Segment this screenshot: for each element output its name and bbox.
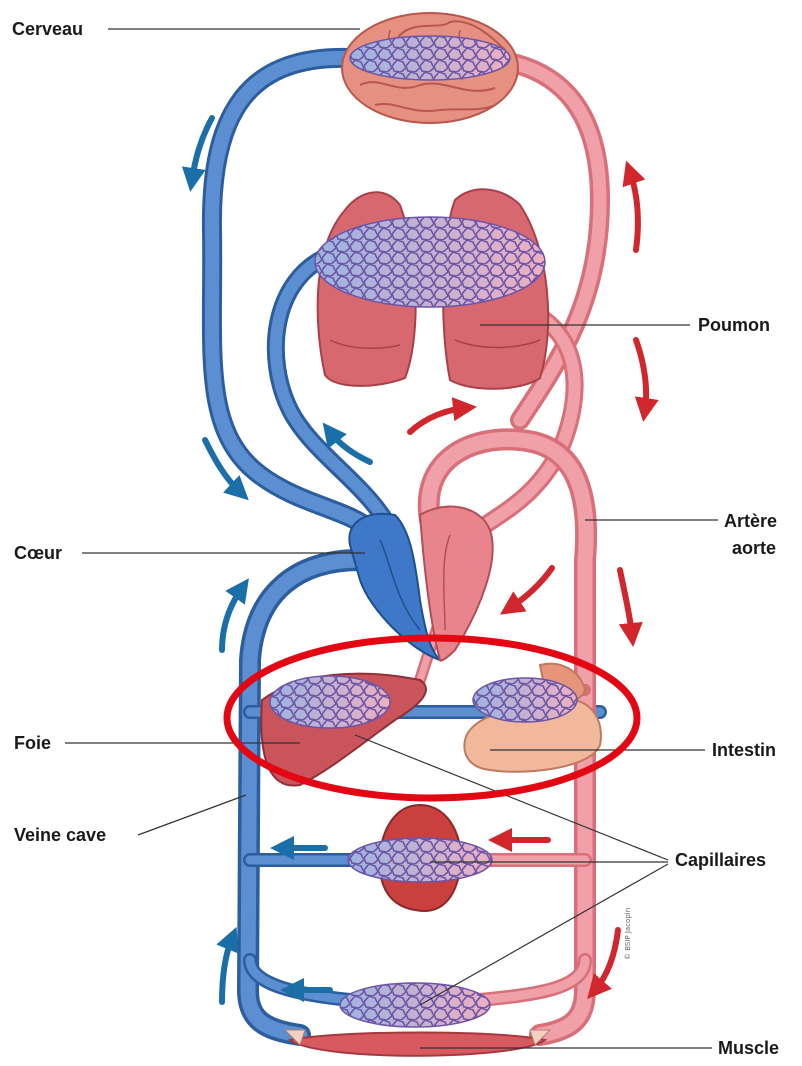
label-capillaries: Capillaires	[675, 849, 766, 871]
label-muscle: Muscle	[718, 1037, 779, 1059]
red-arrow-3	[410, 408, 465, 432]
vena-cava-trunk	[248, 560, 360, 1035]
blue-arrow-4	[222, 588, 242, 650]
blue-arrow-6	[222, 938, 232, 1002]
red-arrow-5	[620, 570, 632, 635]
label-aorta-line2: aorte	[732, 537, 776, 559]
red-arrow-1	[630, 172, 638, 250]
label-heart: Cœur	[14, 542, 62, 564]
label-brain: Cerveau	[12, 18, 83, 40]
label-vena-cava: Veine cave	[14, 824, 106, 846]
label-intestine: Intestin	[712, 739, 776, 761]
red-arrow-2	[636, 340, 646, 410]
muscle	[285, 1030, 550, 1056]
red-arrow-7	[595, 930, 618, 990]
leader-vena-cava	[138, 795, 246, 835]
red-arrow-4	[510, 568, 552, 608]
label-lung: Poumon	[698, 314, 770, 336]
label-liver: Foie	[14, 732, 51, 754]
label-aorta-line1: Artère	[724, 510, 777, 532]
image-credit: © BSIP Jacopin	[624, 908, 632, 960]
